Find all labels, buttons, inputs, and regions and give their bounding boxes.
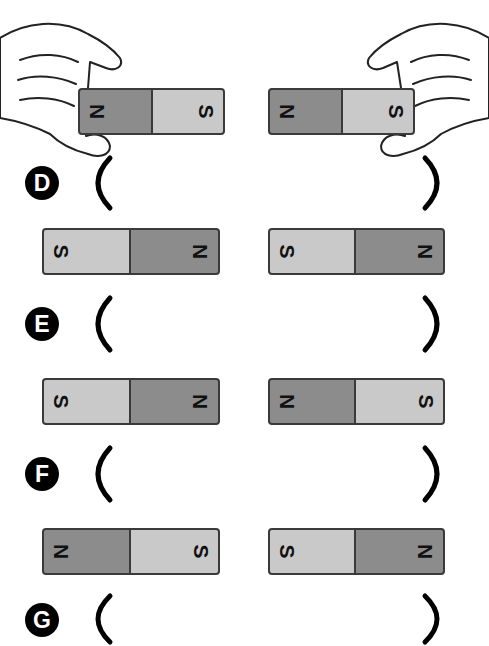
- pole-label: N: [415, 544, 436, 559]
- magnet-pole: S: [130, 528, 220, 575]
- magnet-pole: N: [268, 88, 342, 135]
- magnet-pole: S: [342, 88, 415, 135]
- magnet-pole: S: [268, 528, 355, 575]
- magnet-pole: N: [130, 378, 220, 425]
- magnet-pole: S: [355, 378, 445, 425]
- pole-label: S: [51, 394, 72, 408]
- item-letter: F: [35, 463, 49, 486]
- item-letter: E: [34, 313, 49, 336]
- magnet-pole: N: [130, 228, 220, 275]
- magnet-pole: S: [152, 88, 225, 135]
- pole-label: N: [415, 244, 436, 259]
- pole-label: S: [195, 104, 216, 118]
- magnet-pole: N: [42, 528, 130, 575]
- magnet-pole: N: [78, 88, 152, 135]
- question-letter: F: [25, 457, 59, 491]
- magnet-pole: S: [42, 378, 130, 425]
- pole-label: N: [277, 104, 298, 119]
- item-letter: G: [33, 609, 51, 632]
- magnet-pole: N: [355, 528, 445, 575]
- pole-label: N: [51, 544, 72, 559]
- magnet-pole: S: [42, 228, 130, 275]
- pole-label: S: [277, 244, 298, 258]
- pole-label: N: [190, 394, 211, 409]
- pole-label: S: [385, 104, 406, 118]
- pole-label: S: [415, 394, 436, 408]
- magnet-pole: S: [268, 228, 355, 275]
- question-letter: G: [25, 603, 59, 637]
- pole-label: N: [277, 394, 298, 409]
- pole-label: S: [277, 544, 298, 558]
- pole-label: N: [87, 104, 108, 119]
- magnet-pole: N: [268, 378, 355, 425]
- question-letter: E: [25, 307, 59, 341]
- question-letter: D: [25, 166, 59, 200]
- magnet-pole: N: [355, 228, 445, 275]
- pole-label: S: [51, 244, 72, 258]
- pole-label: S: [190, 544, 211, 558]
- item-letter: D: [34, 172, 51, 195]
- pole-label: N: [190, 244, 211, 259]
